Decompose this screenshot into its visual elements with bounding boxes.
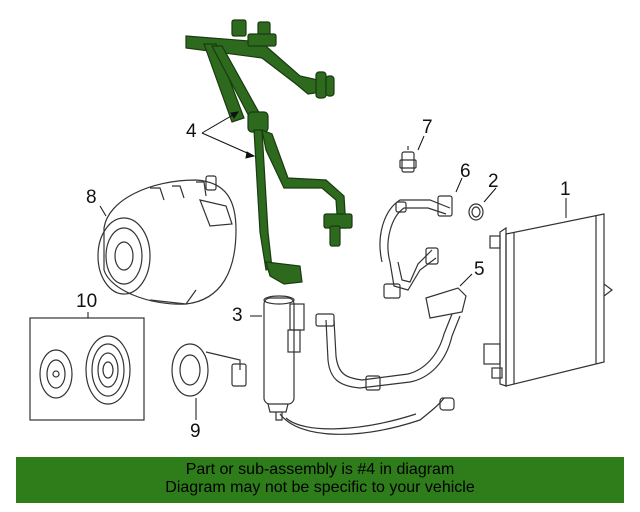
part-7-pressure-switch[interactable] [399, 146, 417, 173]
part-9-clutch-coil[interactable] [171, 343, 247, 397]
part-10-clutch-assembly[interactable] [29, 317, 145, 421]
callout-2: 2 [488, 171, 499, 192]
callout-10: 10 [76, 291, 98, 312]
part-3-accumulator[interactable] [263, 295, 305, 421]
part-1-condenser[interactable] [483, 213, 613, 387]
callout-5: 5 [474, 259, 485, 280]
part-5-suction-hose[interactable] [279, 287, 467, 435]
callout-7: 7 [422, 117, 433, 138]
parts-diagram [29, 19, 613, 435]
callout-3: 3 [232, 305, 243, 326]
part-6-liquid-line[interactable] [379, 195, 453, 299]
leader-lines [87, 111, 567, 420]
part-8-compressor[interactable] [97, 175, 237, 305]
callout-6: 6 [460, 161, 471, 182]
callout-8: 8 [86, 187, 97, 208]
banner-line-disclaimer: Diagram may not be specific to your vehi… [165, 479, 475, 496]
callout-1: 1 [560, 179, 571, 200]
callout-4: 4 [186, 121, 197, 142]
callout-9: 9 [190, 421, 201, 442]
part-2-o-ring[interactable] [468, 203, 484, 221]
part-notice-banner: Part or sub-assembly is #4 in diagram Di… [16, 457, 624, 503]
banner-line-part-number: Part or sub-assembly is #4 in diagram [185, 461, 455, 478]
part-4-hose-assembly[interactable] [185, 19, 353, 285]
